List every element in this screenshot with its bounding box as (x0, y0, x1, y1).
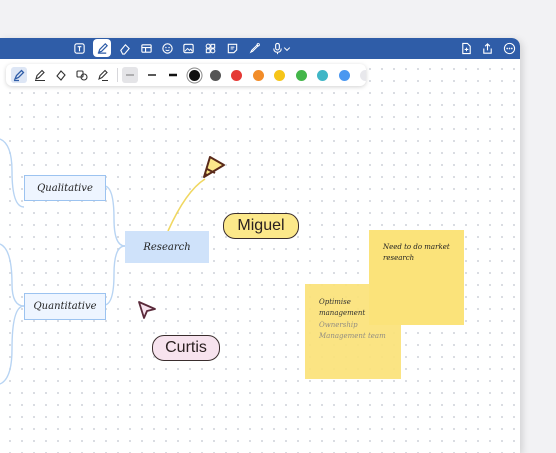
sticky-title: Optimise management (319, 298, 366, 317)
note-icon[interactable] (225, 41, 239, 55)
color-swatch-black[interactable] (189, 70, 200, 81)
eraser-tool-icon[interactable] (54, 68, 68, 82)
toolbar-divider (117, 68, 118, 82)
color-swatch-red[interactable] (231, 70, 242, 81)
shapes-icon[interactable] (203, 41, 217, 55)
thin-stroke-icon[interactable] (123, 68, 137, 82)
share-icon[interactable] (480, 41, 494, 55)
titlebar (0, 38, 520, 59)
sticky-line: Ownership (319, 321, 358, 329)
node-label: Qualitative (37, 182, 93, 194)
node-label: Quantitative (33, 301, 97, 312)
pen-icon[interactable] (95, 41, 109, 55)
table-icon[interactable] (139, 41, 153, 55)
color-swatch-green[interactable] (296, 70, 307, 81)
color-swatch-yellow[interactable] (274, 70, 285, 81)
app-window: Qualitative Quantitative Research Miguel… (0, 38, 520, 453)
color-swatch-orange[interactable] (253, 70, 264, 81)
pen-tool-icon[interactable] (12, 68, 26, 82)
more-icon[interactable] (502, 41, 516, 55)
sticker-icon[interactable] (160, 41, 174, 55)
eraser-icon[interactable] (117, 41, 131, 55)
pen-cursor-icon (203, 156, 225, 178)
pencil-tool-icon[interactable] (33, 68, 47, 82)
collaborator-name: Miguel (237, 217, 285, 234)
sticky-text: Need to do market research (383, 243, 450, 262)
chevron-down-icon[interactable] (282, 41, 292, 55)
microphone-icon[interactable] (270, 41, 284, 55)
text-box-icon[interactable] (72, 41, 86, 55)
color-swatch-gray[interactable] (210, 70, 221, 81)
lasso-tool-icon[interactable] (75, 68, 89, 82)
mindmap-node-qualitative[interactable]: Qualitative (24, 175, 106, 201)
collaborator-bubble-curtis: Curtis (152, 335, 220, 361)
medium-stroke-icon[interactable] (145, 68, 159, 82)
whiteboard-canvas[interactable]: Qualitative Quantitative Research Miguel… (0, 59, 520, 453)
collaborator-name: Curtis (165, 339, 207, 356)
node-label: Research (143, 241, 191, 253)
collaborator-bubble-miguel: Miguel (223, 213, 299, 239)
arrow-cursor-icon (138, 301, 156, 319)
mindmap-connectors (0, 138, 206, 385)
highlighter-tool-icon[interactable] (96, 68, 110, 82)
mindmap-node-quantitative[interactable]: Quantitative (24, 293, 106, 320)
link-pen-icon[interactable] (247, 41, 261, 55)
drawing-toolbar (6, 64, 366, 86)
color-swatch-more[interactable] (360, 70, 366, 81)
sticky-line: Management team (319, 332, 386, 340)
image-icon[interactable] (181, 41, 195, 55)
color-swatch-teal[interactable] (317, 70, 328, 81)
sticky-note-management[interactable]: Optimise management Ownership Management… (305, 284, 401, 379)
color-swatch-blue[interactable] (339, 70, 350, 81)
thick-stroke-icon[interactable] (166, 68, 180, 82)
new-page-icon[interactable] (459, 41, 473, 55)
mindmap-node-research[interactable]: Research (125, 231, 209, 263)
